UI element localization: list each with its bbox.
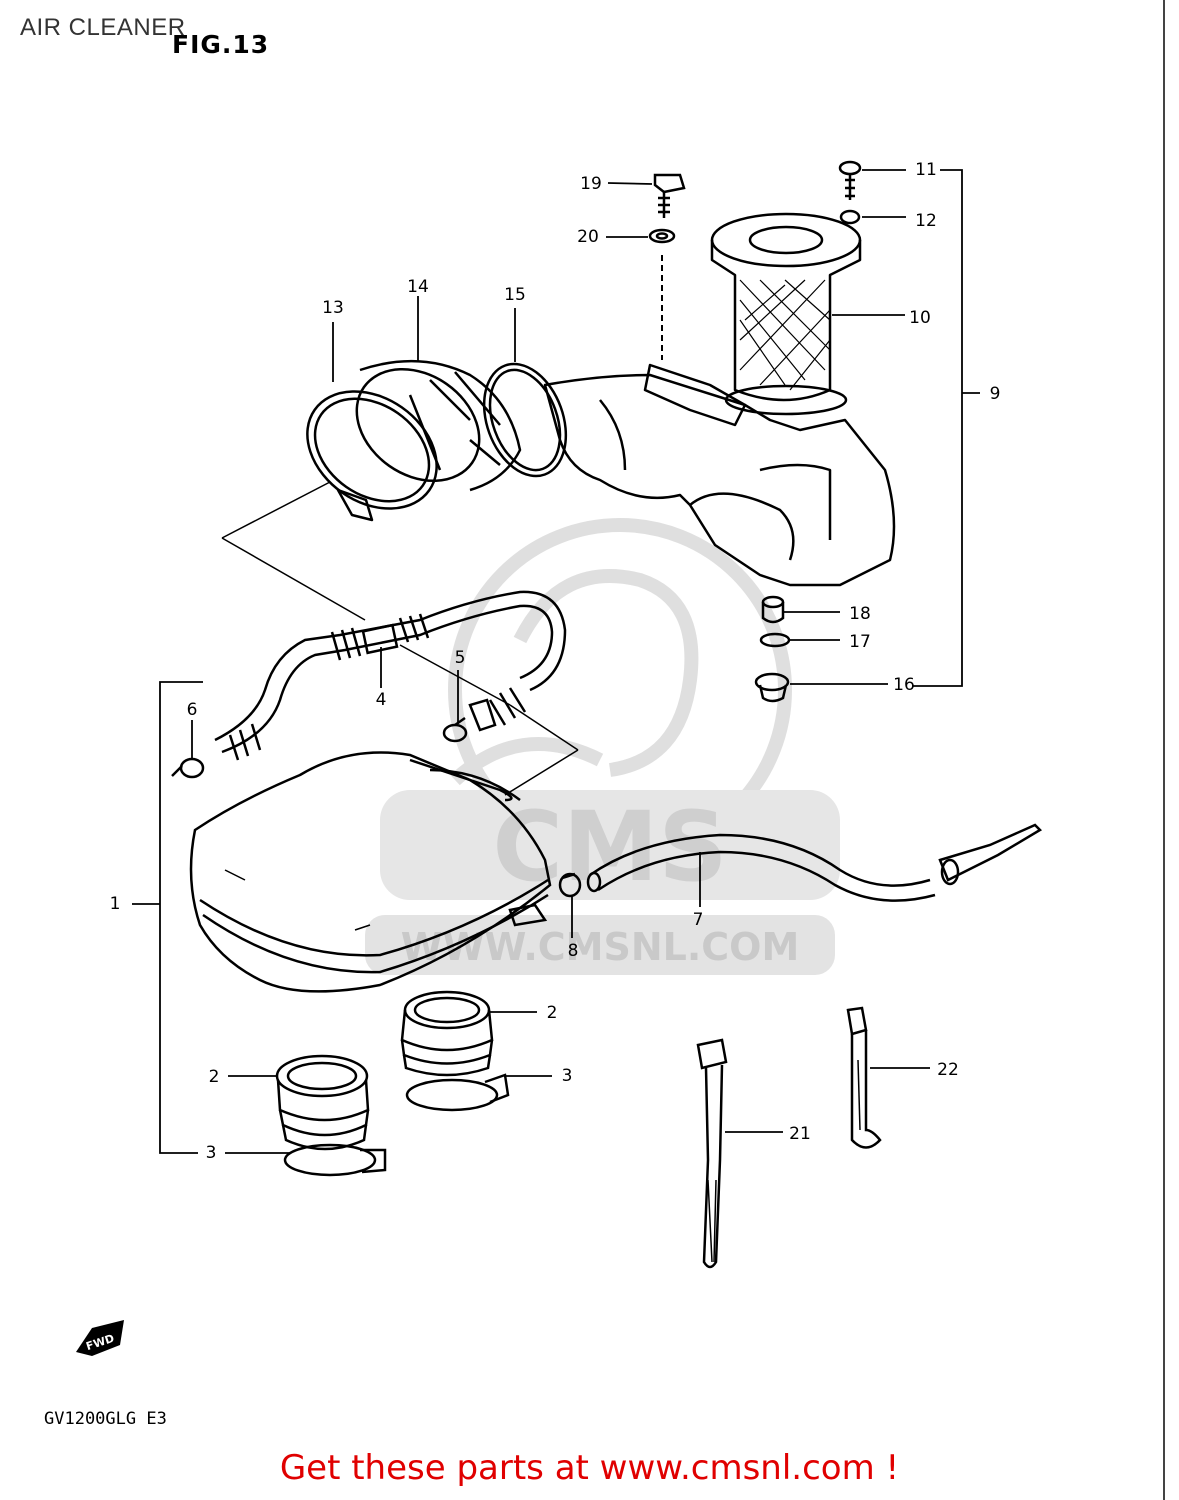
callout-15: 15 bbox=[504, 285, 526, 305]
intake-joint-2-right bbox=[400, 990, 494, 1077]
fwd-arrow-icon: FWD bbox=[76, 1320, 124, 1356]
clamp-6 bbox=[171, 757, 205, 779]
screw-11 bbox=[838, 160, 862, 200]
clamp-3-left bbox=[283, 1143, 387, 1177]
model-code: GV1200GLG E3 bbox=[44, 1409, 167, 1429]
strap-21 bbox=[696, 1038, 728, 1269]
clamp-15 bbox=[482, 362, 568, 478]
callout-16: 16 bbox=[893, 675, 915, 695]
callout-5: 5 bbox=[454, 648, 466, 668]
washer-12 bbox=[839, 209, 861, 225]
callout-21: 21 bbox=[789, 1124, 811, 1144]
clip-8 bbox=[558, 872, 582, 898]
section-title: AIR CLEANER bbox=[20, 14, 186, 41]
strap-22 bbox=[846, 1006, 882, 1149]
callout-3-right: 3 bbox=[561, 1066, 573, 1086]
cap-18 bbox=[761, 595, 785, 624]
callout-19: 19 bbox=[580, 174, 602, 194]
air-cleaner-box-1 bbox=[189, 751, 552, 993]
callout-12: 12 bbox=[915, 211, 937, 231]
callout-11: 11 bbox=[915, 160, 937, 180]
callout-2-right: 2 bbox=[546, 1003, 558, 1023]
air-duct-9 bbox=[543, 373, 896, 587]
grouping-lines bbox=[221, 481, 579, 796]
callout-8: 8 bbox=[567, 941, 579, 961]
page-right-border bbox=[1163, 0, 1165, 1500]
callout-10: 10 bbox=[909, 308, 931, 328]
bush-16 bbox=[754, 672, 790, 703]
upper-air-intake bbox=[306, 212, 896, 587]
bolt-19 bbox=[653, 173, 686, 218]
callout-18: 18 bbox=[849, 604, 871, 624]
callout-9: 9 bbox=[989, 384, 1001, 404]
callout-7: 7 bbox=[692, 910, 704, 930]
funnel-14 bbox=[355, 367, 481, 483]
cmsnl-parts-link[interactable]: Get these parts at www.cmsnl.com ! bbox=[279, 1448, 900, 1488]
cms-watermark-logo: CMS bbox=[380, 790, 840, 903]
cms-watermark-url: WWW.CMSNL.COM bbox=[365, 915, 835, 975]
callout-6: 6 bbox=[186, 700, 198, 720]
callout-20: 20 bbox=[577, 227, 599, 247]
callout-14: 14 bbox=[407, 277, 429, 297]
callout-22: 22 bbox=[937, 1060, 959, 1080]
leader-lines bbox=[132, 169, 980, 1154]
drain-hose-7 bbox=[586, 823, 1043, 902]
clip-17 bbox=[759, 632, 791, 648]
callout-3-left: 3 bbox=[205, 1143, 217, 1163]
clamp-3-right bbox=[405, 1073, 510, 1112]
figure-title: FIG.13 bbox=[172, 30, 270, 59]
breather-hose-4 bbox=[214, 590, 567, 761]
callout-1: 1 bbox=[109, 894, 121, 914]
callout-13: 13 bbox=[322, 298, 344, 318]
svg-text:CMS: CMS bbox=[492, 791, 727, 903]
callout-2-left: 2 bbox=[208, 1067, 220, 1087]
clamp-5 bbox=[442, 716, 468, 743]
washer-20 bbox=[648, 228, 676, 244]
filter-element-10 bbox=[710, 212, 862, 268]
svg-text:WWW.CMSNL.COM: WWW.CMSNL.COM bbox=[401, 925, 800, 969]
callout-17: 17 bbox=[849, 632, 871, 652]
callout-4: 4 bbox=[375, 690, 387, 710]
intake-joint-2-left bbox=[275, 1054, 370, 1151]
